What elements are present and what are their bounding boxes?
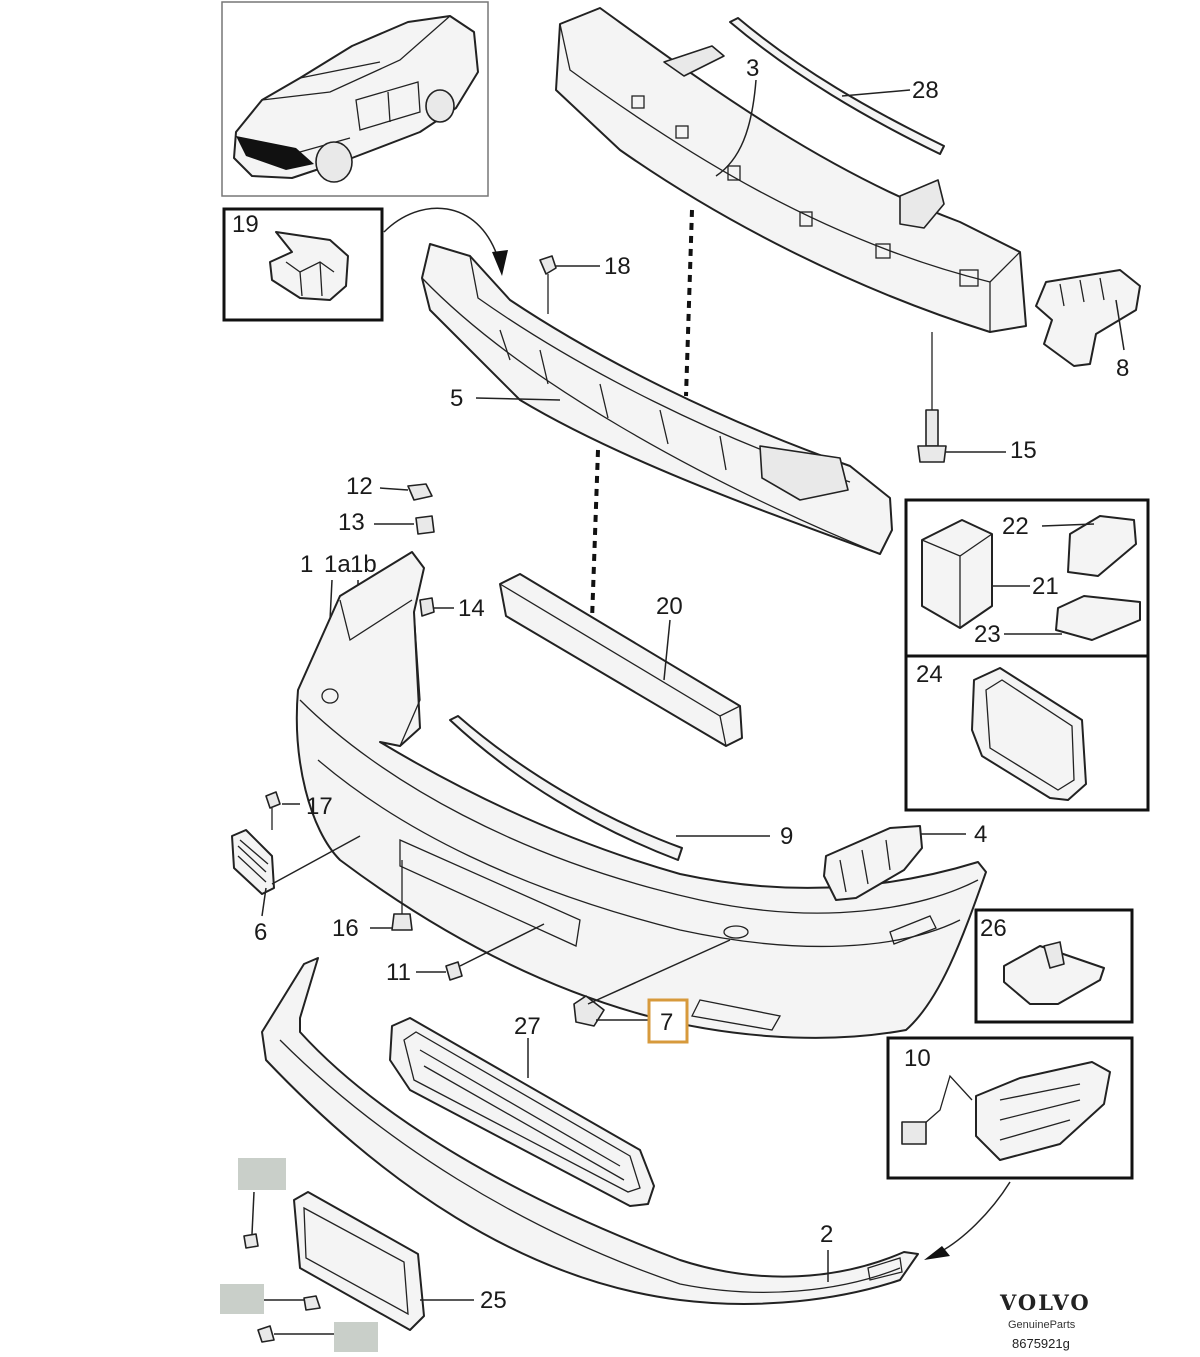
part-8-bracket — [1035, 269, 1141, 367]
callout-22: 22 — [1002, 513, 1029, 540]
callout-15: 15 — [1010, 437, 1037, 464]
part-1-bumper-cover — [295, 551, 987, 1039]
callout-3: 3 — [746, 55, 759, 82]
part-9-moulding — [449, 715, 683, 861]
part-18-clip — [539, 255, 557, 314]
callout-26: 26 — [980, 915, 1007, 942]
detail-box-21-22-23: 22 21 23 — [904, 498, 1150, 658]
callout-7-highlight: 7 — [647, 998, 689, 1044]
detail-box-26: 26 — [974, 908, 1134, 1024]
part-5-energy-absorber — [421, 243, 893, 555]
brand-tagline: GenuineParts — [1008, 1319, 1076, 1331]
part-4-bracket — [823, 825, 923, 901]
redacted-label-2 — [220, 1284, 264, 1314]
callout-1b: 1b — [350, 551, 377, 578]
redacted-label-3 — [334, 1322, 378, 1352]
screw-upper — [243, 1191, 259, 1249]
part-12-clip — [407, 483, 433, 501]
part-25-plate-holder — [293, 1191, 425, 1331]
part-15-bolt — [917, 332, 947, 463]
part-11-screw — [445, 961, 463, 981]
detail-box-10: 10 — [886, 1036, 1134, 1180]
callout-11: 11 — [386, 959, 411, 986]
callout-12: 12 — [346, 473, 373, 500]
part-28-strip — [729, 17, 945, 155]
callout-2: 2 — [820, 1221, 833, 1248]
callout-17: 17 — [306, 793, 333, 820]
callout-1a: 1a — [324, 551, 351, 578]
callout-6: 6 — [254, 919, 267, 946]
part-2-lower-spoiler — [261, 957, 919, 1305]
callout-19: 19 — [232, 211, 259, 238]
screw-middle — [264, 1295, 321, 1311]
callout-1: 1 — [300, 551, 313, 578]
callout-28: 28 — [912, 77, 939, 104]
callout-10: 10 — [904, 1045, 931, 1072]
car-overview-thumbnail — [221, 1, 489, 197]
part-13-nut — [415, 515, 435, 535]
detail-box-19: 19 — [222, 207, 384, 322]
part-16-push-clip — [391, 860, 413, 931]
callout-21: 21 — [1032, 573, 1059, 600]
callout-18: 18 — [604, 253, 631, 280]
part-17-clip — [265, 791, 281, 830]
diagram-reference: 8675921g — [1012, 1336, 1070, 1351]
detail-box-24: 24 — [904, 654, 1150, 812]
callout-23: 23 — [974, 621, 1001, 648]
part-6-side-grille — [231, 829, 275, 895]
redacted-label-1 — [238, 1158, 286, 1190]
part-7-clip — [573, 995, 605, 1027]
callout-8: 8 — [1116, 355, 1129, 382]
callout-13: 13 — [338, 509, 365, 536]
callout-7: 7 — [660, 1009, 673, 1036]
callout-24: 24 — [916, 661, 943, 688]
part-14-screw — [419, 597, 435, 617]
callout-25: 25 — [480, 1287, 507, 1314]
callout-5: 5 — [450, 385, 463, 412]
callout-9: 9 — [780, 823, 793, 850]
part-27-grille — [389, 1017, 655, 1207]
callout-27: 27 — [514, 1013, 541, 1040]
callout-20: 20 — [656, 593, 683, 620]
screw-lower — [257, 1325, 334, 1343]
part-20-absorber — [499, 573, 743, 747]
brand-name: VOLVO — [999, 1290, 1091, 1315]
callout-14: 14 — [458, 595, 485, 622]
callout-16: 16 — [332, 915, 359, 942]
callout-4: 4 — [974, 821, 987, 848]
volvo-brand-mark: VOLVO GenuineParts 8675921g — [999, 1290, 1091, 1351]
part-3-bumper-reinforcement — [555, 7, 1027, 333]
